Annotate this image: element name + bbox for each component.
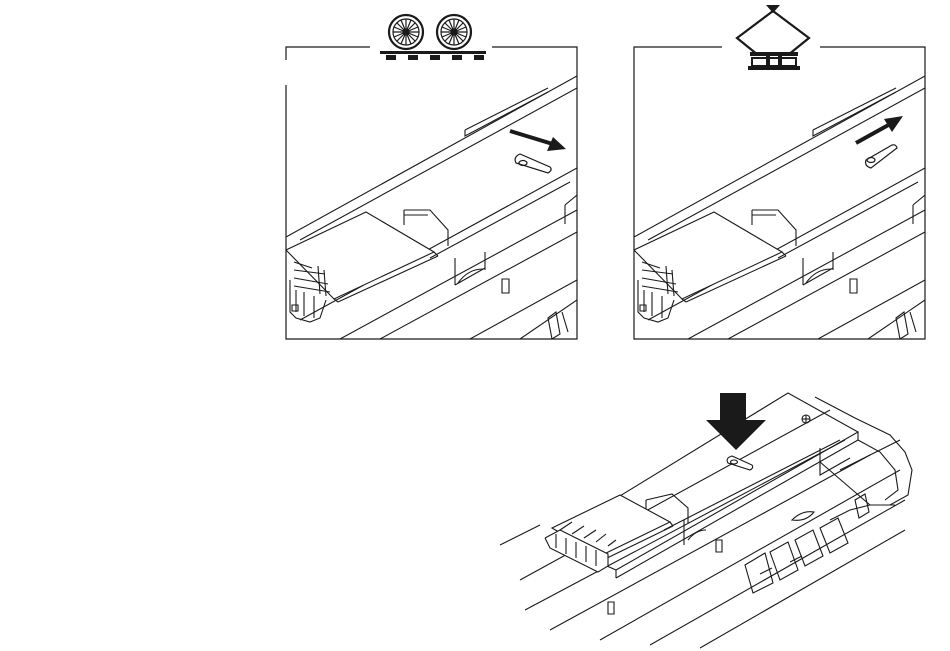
direction-arrow-down-right-icon: [510, 131, 566, 151]
switch-tab-icon: [515, 154, 551, 173]
panel-rail-mode: [286, 15, 577, 339]
direction-arrow-up-right-icon: [856, 116, 903, 143]
decoder-board-closeup: [286, 76, 577, 339]
wheels-on-track-icon: [380, 15, 486, 60]
decoder-board-closeup: [634, 76, 925, 339]
pantograph-on-rail-icon: [737, 5, 809, 70]
locomotive-assembly: [500, 393, 912, 648]
switch-tab-icon: [866, 145, 897, 168]
panel-catenary-mode: [634, 5, 925, 339]
